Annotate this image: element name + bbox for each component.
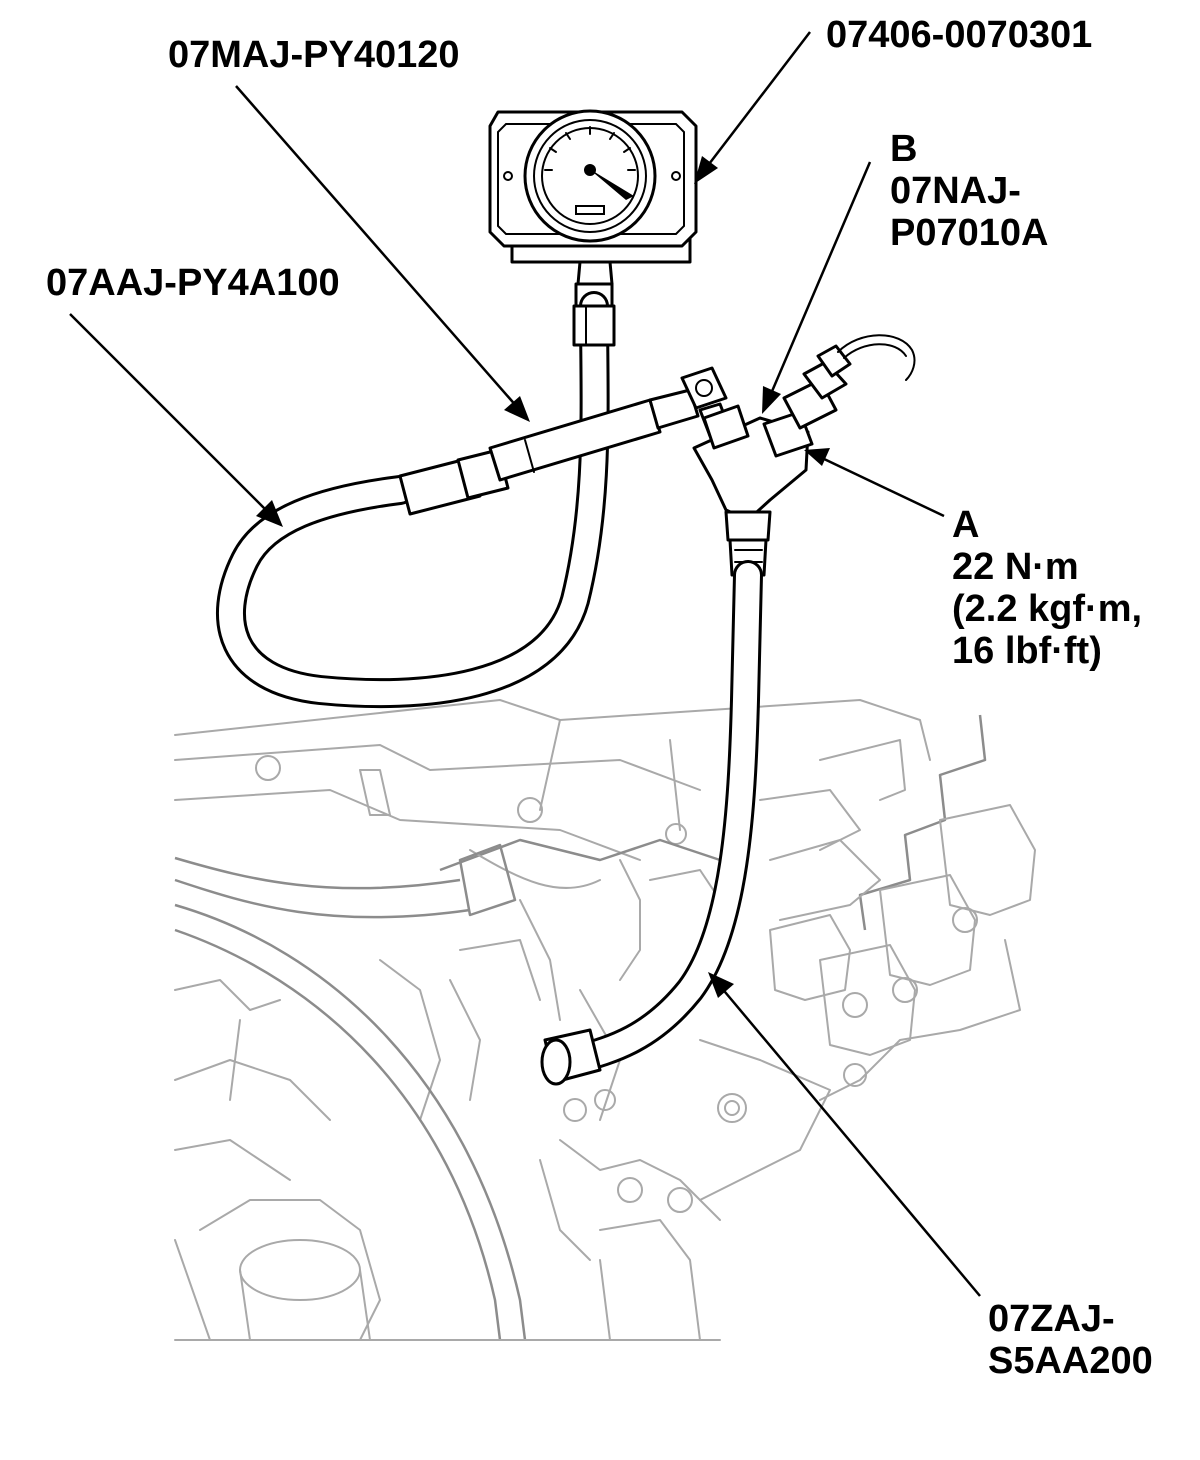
gauge-ticks [544,126,636,171]
leader-lines [69,31,981,1297]
gauge-needle [588,168,634,200]
label-b-letter: B [890,128,918,170]
label-gauge-part-number: 07406-0070301 [826,14,1093,56]
label-a-torque-lbf: 16 lbf·ft) [952,630,1102,672]
label-b-part-line1: 07NAJ- [890,170,1021,212]
label-a-letter: A [952,504,980,546]
gauge-hose [216,291,616,709]
pressure-gauge [488,109,698,308]
engine-illustration [174,699,1036,1341]
label-b-part-line2: P07010A [890,212,1049,254]
label-left-hose-part-number: 07AAJ-PY4A100 [46,262,340,304]
adapter-hose-upper [398,366,732,516]
y-adapter-b [692,334,916,577]
label-lower-hose-line2: S5AA200 [988,1340,1153,1382]
label-lower-hose-line1: 07ZAJ- [988,1298,1115,1340]
label-a-torque-nm: 22 N·m [952,546,1079,588]
label-a-torque-kgf: (2.2 kgf·m, [952,588,1143,630]
adapter-hose-lower [540,560,763,1086]
label-upper-hose-part-number: 07MAJ-PY40120 [168,34,460,76]
